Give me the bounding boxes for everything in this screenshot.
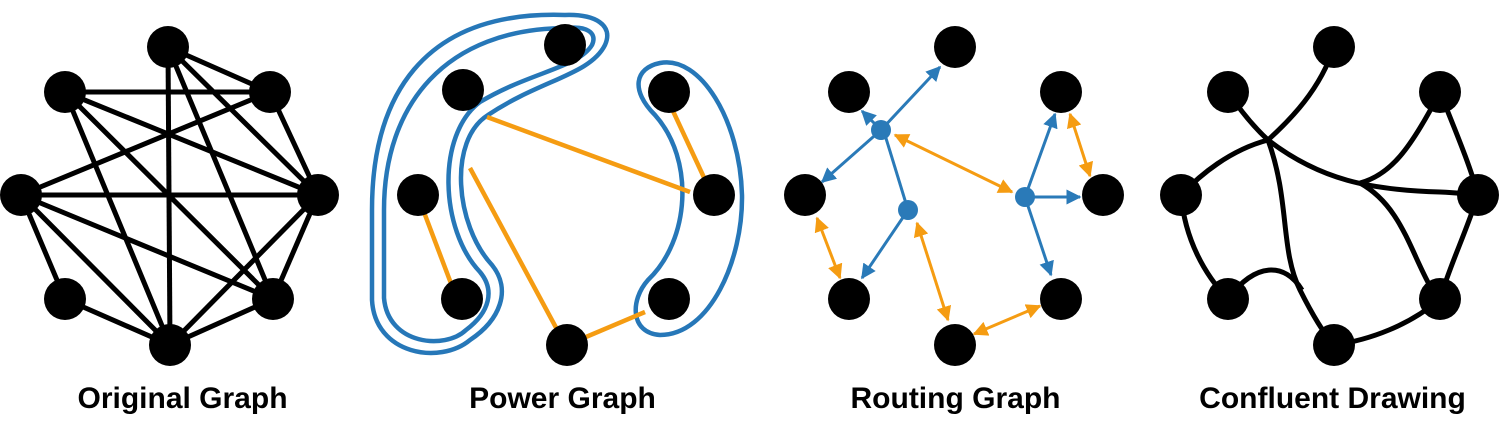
graph-node (1313, 324, 1355, 366)
routing-hub (871, 120, 891, 140)
panel-confluent-nodes (1160, 26, 1499, 366)
graph-node (546, 324, 588, 366)
graph-node (397, 174, 439, 216)
graph-node (1160, 174, 1202, 216)
graph-node (1207, 71, 1249, 113)
panel-routing-graph (814, 65, 1093, 336)
graph-node (648, 278, 690, 320)
graph-node (934, 26, 976, 68)
routing-hubs (871, 120, 1035, 220)
caption-confluent-drawing: Confluent Drawing (1199, 382, 1466, 415)
caption-routing-graph: Routing Graph (850, 382, 1061, 415)
routing-biedges (814, 112, 1093, 336)
graph-node (442, 69, 484, 111)
panel-original-nodes (0, 26, 339, 366)
panel-routing-nodes (784, 26, 1124, 366)
graph-node (1040, 278, 1082, 320)
graph-node (828, 71, 870, 113)
routing-hub (898, 200, 918, 220)
graph-node (1207, 278, 1249, 320)
caption-original-graph: Original Graph (77, 382, 288, 415)
graph-node (147, 26, 189, 68)
panel-power-nodes (397, 24, 735, 366)
graph-node (828, 278, 870, 320)
graph-node (252, 278, 294, 320)
routing-hub (1015, 187, 1035, 207)
caption-power-graph: Power Graph (469, 382, 656, 415)
graph-node (1457, 174, 1499, 216)
graph-node (1082, 174, 1124, 216)
graph-node (1419, 71, 1461, 113)
graph-node (648, 71, 690, 113)
graph-node (44, 278, 86, 320)
module-right (633, 60, 745, 338)
graph-node (1040, 71, 1082, 113)
graph-node (1313, 26, 1355, 68)
graph-node (1419, 278, 1461, 320)
graph-node (441, 278, 483, 320)
graph-node (249, 71, 291, 113)
graph-node (297, 174, 339, 216)
graph-node (544, 24, 586, 66)
graph-node (784, 174, 826, 216)
module-outer (369, 12, 610, 356)
graph-node (0, 174, 42, 216)
graph-node (693, 174, 735, 216)
graph-node (934, 324, 976, 366)
graph-node (44, 71, 86, 113)
graph-node (149, 324, 191, 366)
